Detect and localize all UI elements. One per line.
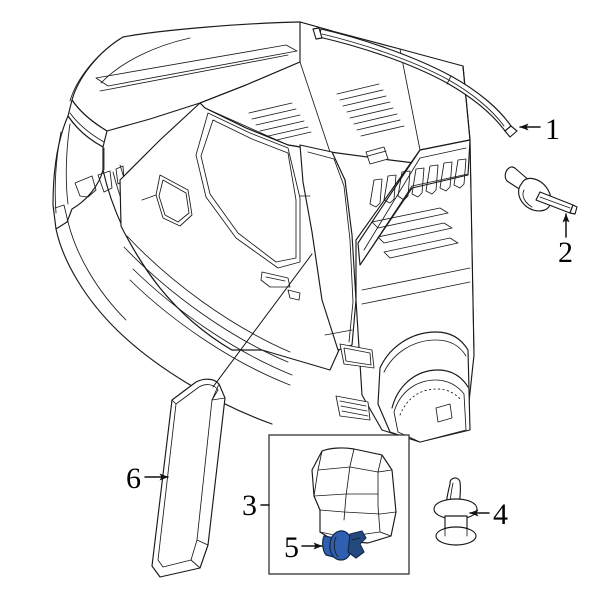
callout-layer: 1 2 3 4 5 6 [126,113,573,564]
vehicle-body-outline [52,21,333,351]
leader-line-part-6 [212,253,313,388]
part-4-push-pin-retainer [433,477,478,546]
cargo-bed [335,139,475,443]
callout-2-label: 2 [558,236,573,269]
part-5-trim-clip [322,530,367,561]
callout-5-label: 5 [284,531,299,564]
part-2-retaining-screw [504,166,578,215]
callout-1-label: 1 [545,113,560,146]
callout-6-label: 6 [126,462,141,495]
part-1-roof-drip-rail-molding [312,27,518,138]
part-6-b-pillar-applique [151,378,226,578]
cab-side-doors [117,102,357,425]
part-3-applique-shape [311,447,397,544]
callout-3-label: 3 [242,489,257,522]
callout-4-label: 4 [493,498,508,531]
